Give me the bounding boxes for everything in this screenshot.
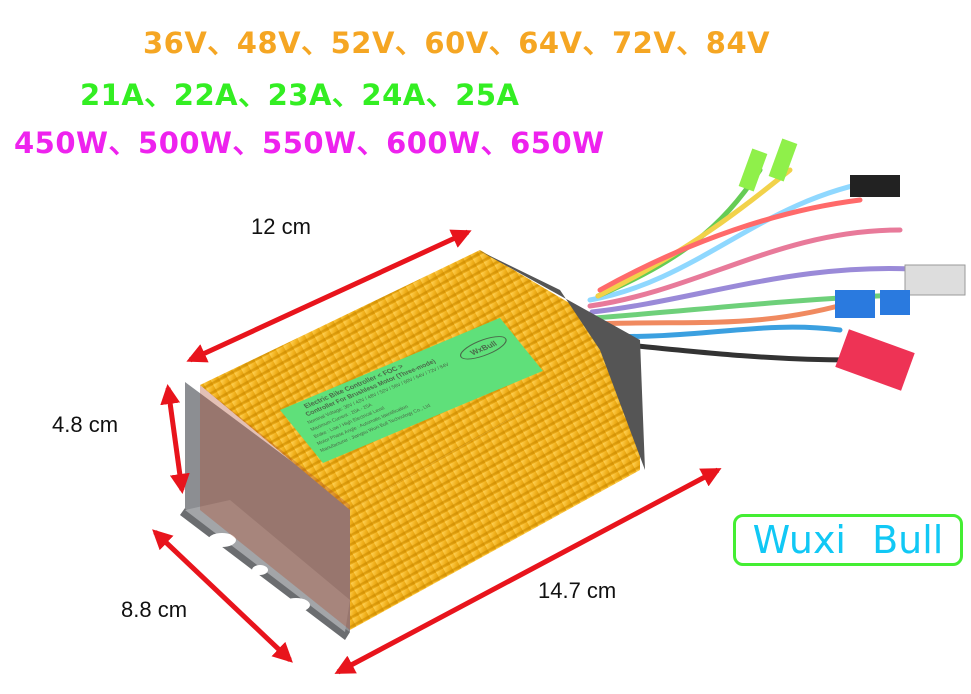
connectors (738, 138, 966, 391)
height-label: 4.8 cm (52, 412, 119, 437)
length-top-label: 12 cm (251, 214, 311, 239)
length-bottom-label: 14.7 cm (538, 578, 617, 603)
current-options: 21A、22A、23A、24A、25A (80, 78, 520, 112)
end-cap (478, 250, 645, 470)
dimension-arrows (152, 229, 722, 675)
voltage-options: 36V、48V、52V、60V、64V、72V、84V (143, 26, 771, 60)
power-options: 450W、500W、550W、600W、650W (14, 126, 605, 160)
brand-badge: Wuxi Bull (733, 514, 963, 566)
width-label: 8.8 cm (121, 597, 188, 622)
wire-harness (587, 167, 933, 363)
